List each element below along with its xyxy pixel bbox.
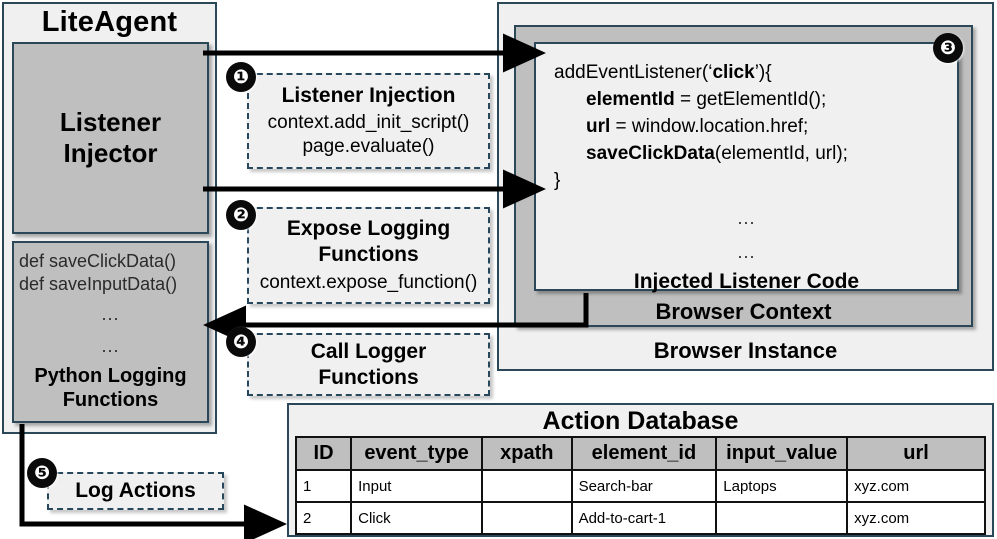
step-1-number-badge: ❶ — [226, 62, 256, 92]
step-1-heading: Listener Injection — [281, 84, 456, 108]
step-5-heading: Log Actions — [75, 479, 196, 503]
code-ellipsis-2: ... — [737, 241, 756, 262]
step-3-number-badge: ❸ — [933, 33, 963, 63]
cell-element-id: Search-bar — [570, 469, 718, 503]
python-logging-functions-box: def saveClickData() def saveInputData() … — [12, 241, 209, 423]
table-row: 2 Click Add-to-cart-1 xyz.com — [294, 501, 986, 535]
code-line-3: url = window.location.href; — [554, 114, 957, 141]
code-line-1: addEventListener(‘click’){ — [554, 60, 957, 87]
column-header-event-type: event_type — [350, 436, 484, 471]
python-logging-caption-line2: Functions — [62, 389, 159, 412]
cell-event-type: Input — [350, 469, 484, 503]
injected-listener-code-caption: Injected Listener Code — [633, 269, 860, 293]
action-database-table-wrap: ID event_type xpath element_id input_val… — [289, 436, 992, 535]
listener-injector-box: Listener Injector — [12, 42, 209, 234]
step-2-expose-logging-box: Expose Logging Functions context.expose_… — [247, 207, 490, 304]
code-seg-bold: saveClickData — [586, 142, 715, 164]
python-def-line-1: def saveClickData() — [19, 251, 177, 271]
cell-element-id: Add-to-cart-1 — [570, 501, 718, 535]
cell-xpath — [481, 501, 573, 535]
step-5-log-actions-box: Log Actions — [47, 472, 224, 510]
code-line-5: } — [554, 168, 957, 195]
step-2-heading-line2: Functions — [318, 242, 419, 266]
code-seg: ’){ — [754, 62, 772, 83]
step-4-heading-line2: Functions — [318, 365, 419, 389]
cell-input-value: Laptops — [715, 469, 849, 503]
table-row: 1 Input Search-bar Laptops xyz.com — [294, 469, 986, 503]
step-2-number-badge: ❷ — [226, 200, 256, 230]
step-1-sub-line-2: page.evaluate() — [302, 135, 435, 157]
step-5-number-badge: ❺ — [27, 458, 57, 488]
liteagent-title: LiteAgent — [41, 6, 178, 38]
cell-xpath — [481, 469, 573, 503]
browser-instance-label: Browser Instance — [653, 338, 838, 363]
code-ellipsis-1: ... — [737, 207, 756, 228]
column-header-xpath: xpath — [481, 436, 573, 471]
cell-id: 2 — [294, 501, 353, 535]
column-header-element-id: element_id — [570, 436, 718, 471]
code-seg-bold: elementId — [586, 88, 675, 110]
step-2-heading-line1: Expose Logging — [286, 217, 451, 241]
step-1-sub-line-1: context.add_init_script() — [267, 111, 470, 133]
step-1-listener-injection-box: Listener Injection context.add_init_scri… — [247, 73, 490, 169]
action-database-table: ID event_type xpath element_id input_val… — [294, 436, 986, 535]
listener-injector-label-line1: Listener — [59, 107, 162, 138]
python-ellipsis-1: ... — [101, 304, 120, 325]
table-header-row: ID event_type xpath element_id input_val… — [294, 436, 986, 471]
column-header-id: ID — [294, 436, 353, 471]
code-seg: (elementId, url); — [714, 142, 848, 164]
step-4-heading-line1: Call Logger — [310, 339, 427, 363]
code-block: addEventListener(‘click’){ elementId = g… — [536, 44, 957, 195]
code-line-2: elementId = getElementId(); — [554, 87, 957, 114]
listener-injector-label-line2: Injector — [63, 138, 158, 168]
code-seg-bold: url — [586, 115, 611, 137]
python-ellipsis-2: ... — [101, 336, 120, 357]
cell-url: xyz.com — [846, 469, 986, 503]
code-seg: = getElementId(); — [674, 88, 827, 110]
code-seg: = window.location.href; — [610, 115, 809, 137]
step-4-call-logger-box: Call Logger Functions — [247, 333, 490, 396]
step-2-sub-line-1: context.expose_function() — [259, 271, 478, 293]
column-header-url: url — [846, 436, 986, 471]
browser-context-label: Browser Context — [655, 299, 832, 324]
code-seg: addEventListener(‘ — [554, 62, 713, 83]
python-def-line-2: def saveInputData() — [19, 274, 178, 295]
code-seg: } — [554, 169, 561, 191]
column-header-input-value: input_value — [715, 436, 849, 471]
cell-url: xyz.com — [846, 501, 986, 535]
code-seg-bold: click — [712, 62, 755, 83]
injected-listener-code-box: addEventListener(‘click’){ elementId = g… — [534, 42, 959, 293]
cell-input-value — [715, 501, 849, 535]
action-database-panel: Action Database ID event_type xpath elem… — [287, 403, 994, 537]
cell-event-type: Click — [350, 501, 484, 535]
action-database-title: Action Database — [542, 407, 739, 435]
step-4-number-badge: ❹ — [226, 327, 256, 357]
code-line-4: saveClickData(elementId, url); — [554, 141, 957, 168]
cell-id: 1 — [294, 469, 353, 503]
python-logging-caption-line1: Python Logging — [34, 365, 187, 388]
